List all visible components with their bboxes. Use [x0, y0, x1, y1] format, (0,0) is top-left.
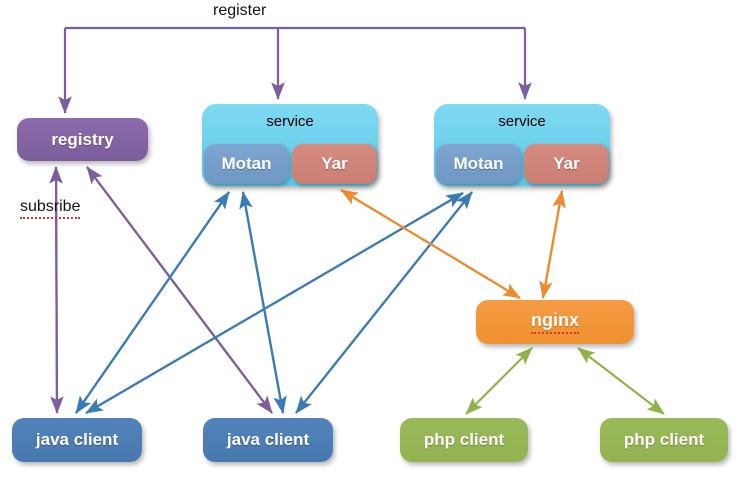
node-motan-left-label: Motan [221, 154, 272, 173]
edge-register-bus [58, 26, 532, 114]
node-yar-left-label: Yar [321, 154, 348, 173]
edge-rpc-client1-motan-right [85, 192, 464, 414]
node-service-left-label: service [266, 113, 314, 130]
node-yar-left[interactable]: Yar [292, 144, 377, 184]
node-registry-label: registry [51, 129, 114, 149]
node-php-client-1-label: php client [423, 430, 505, 449]
node-service-right-label: service [498, 113, 546, 130]
node-php-client-2-label: php client [623, 430, 705, 449]
node-yar-right-label: Yar [553, 154, 580, 173]
node-nginx[interactable]: nginx [476, 300, 634, 344]
node-motan-right[interactable]: Motan [436, 144, 521, 184]
node-php-client-2[interactable]: php client [600, 418, 728, 462]
node-motan-left[interactable]: Motan [204, 144, 289, 184]
edge-label-subscribe: subsribe [20, 198, 81, 219]
node-java-client-1[interactable]: java client [12, 418, 142, 462]
edge-http-php-client-1 [465, 347, 533, 415]
edge-subscribe-java-client-2 [86, 166, 273, 414]
node-yar-right[interactable]: Yar [524, 144, 609, 184]
edge-rpc-client2-motan-left [239, 191, 287, 414]
edge-yar-nginx-right [539, 190, 566, 299]
edge-http-php-client-2 [577, 347, 665, 415]
node-nginx-label: nginx [531, 310, 579, 334]
edge-yar-nginx-left [340, 189, 521, 299]
edge-label-register: register [213, 2, 267, 19]
node-registry[interactable]: registry [17, 118, 148, 161]
node-php-client-1[interactable]: php client [400, 418, 528, 462]
node-java-client-1-label: java client [35, 430, 119, 449]
node-java-client-2-label: java client [226, 430, 310, 449]
node-java-client-2[interactable]: java client [203, 418, 333, 462]
node-motan-right-label: Motan [453, 154, 504, 173]
edge-rpc-client2-motan-right [295, 191, 473, 414]
edge-rpc-client1-motan-left [75, 191, 230, 414]
